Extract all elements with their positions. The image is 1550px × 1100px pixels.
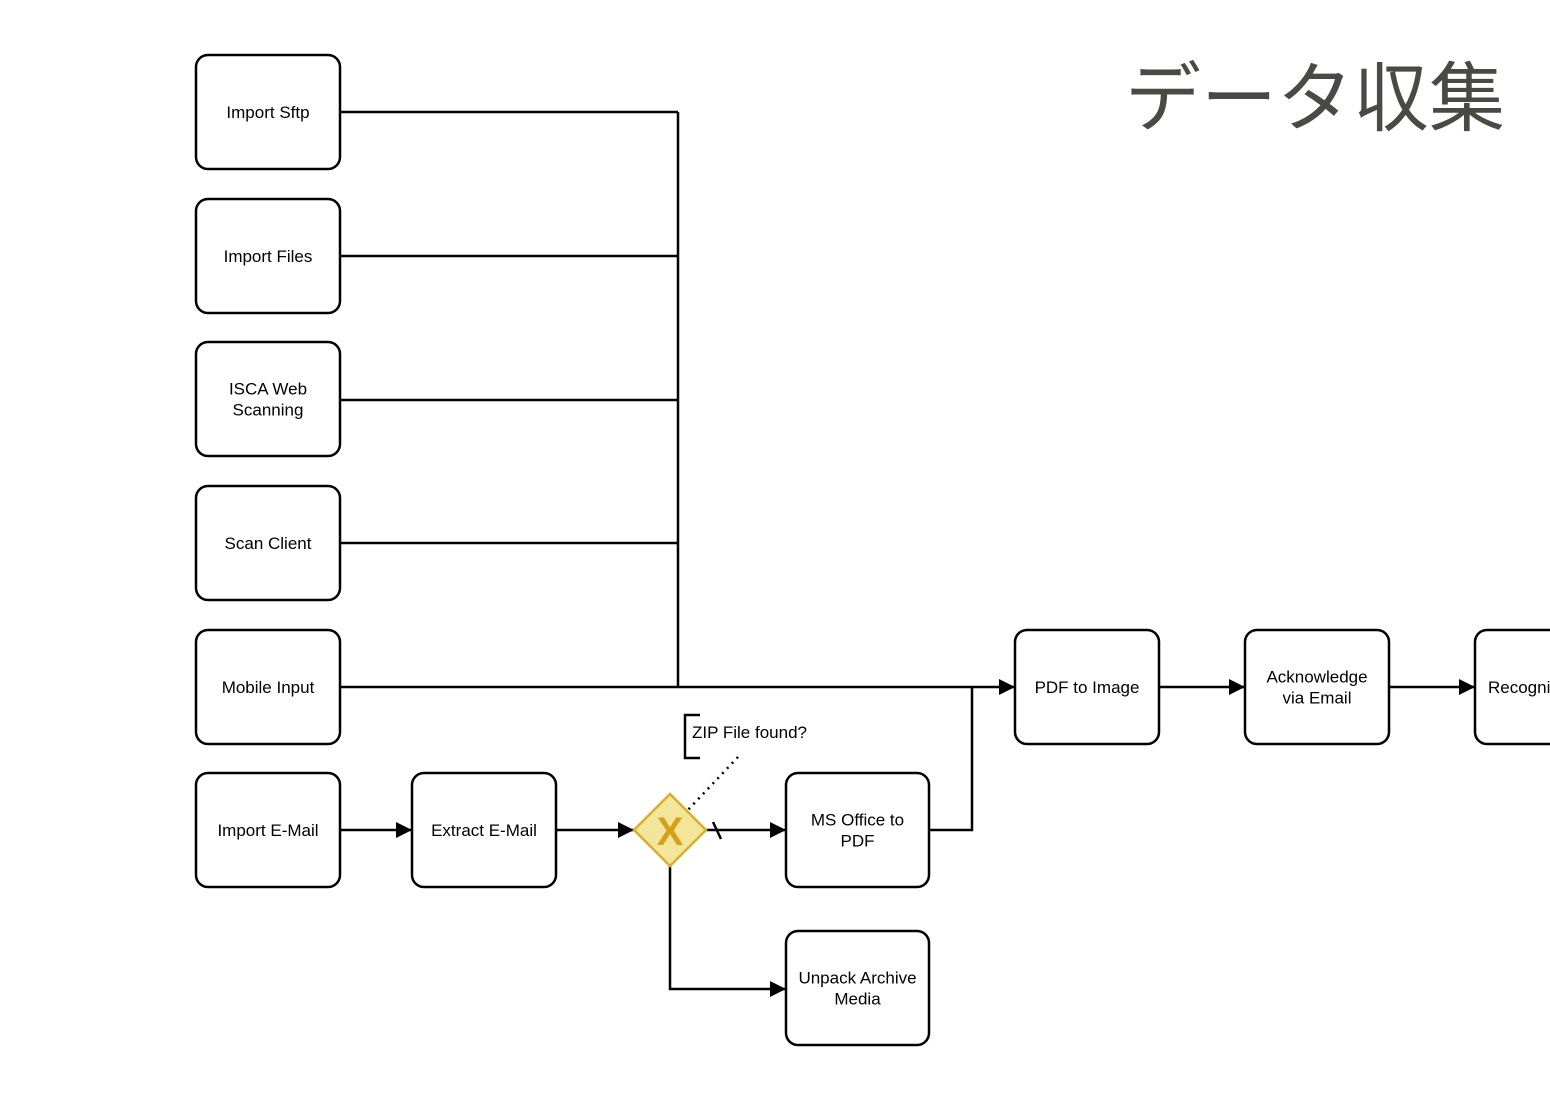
task-label: Import E-Mail <box>217 821 318 840</box>
connectors <box>340 110 1475 997</box>
annotation-bracket <box>683 713 700 760</box>
annotation-zip-file-found: ZIP File found? <box>692 723 807 742</box>
annotation-association <box>685 756 739 813</box>
edge-gateway-to-unpack <box>668 866 786 997</box>
task-label: Scanning <box>233 401 304 420</box>
task-box <box>410 771 558 889</box>
task-box <box>194 484 342 602</box>
task-label: PDF <box>841 832 875 851</box>
task-label: Recogni <box>1488 678 1550 697</box>
task-pdf-to-image[interactable]: PDF to Image <box>1013 628 1161 746</box>
task-label: MS Office to <box>811 811 904 830</box>
task-label: via Email <box>1283 689 1352 708</box>
task-label: Import Files <box>224 247 313 266</box>
task-box <box>194 53 342 171</box>
task-label: Scan Client <box>225 534 312 553</box>
task-acknowledge-email[interactable]: Acknowledge via Email <box>1243 628 1391 746</box>
exclusive-gateway[interactable]: X <box>632 792 708 868</box>
task-label: Acknowledge <box>1266 668 1367 687</box>
task-import-files[interactable]: Import Files <box>194 197 342 315</box>
task-box <box>1013 628 1161 746</box>
task-extract-email[interactable]: Extract E-Mail <box>410 771 558 889</box>
task-scan-client[interactable]: Scan Client <box>194 484 342 602</box>
gateway-x-icon: X <box>657 810 684 854</box>
task-box <box>194 197 342 315</box>
task-label: Unpack Archive <box>798 969 916 988</box>
task-import-sftp[interactable]: Import Sftp <box>194 53 342 171</box>
task-import-email[interactable]: Import E-Mail <box>194 771 342 889</box>
task-box <box>784 929 931 1047</box>
task-box <box>1473 628 1550 746</box>
task-mobile-input[interactable]: Mobile Input <box>194 628 342 746</box>
task-label: Media <box>834 990 881 1009</box>
diagram-title: データ収集 <box>1125 54 1505 143</box>
task-ms-office-to-pdf[interactable]: MS Office to PDF <box>784 771 931 889</box>
gateway-diamond <box>632 792 708 868</box>
task-box <box>194 771 342 889</box>
edge-ms-office-to-merge <box>929 687 974 832</box>
task-label: Extract E-Mail <box>431 821 537 840</box>
task-recognition[interactable]: Recogni <box>1473 628 1550 746</box>
task-label: Import Sftp <box>226 103 309 122</box>
task-label: Mobile Input <box>222 678 315 697</box>
task-box <box>784 771 931 889</box>
task-box <box>1243 628 1391 746</box>
default-flow-mark <box>711 821 723 840</box>
task-label: ISCA Web <box>229 380 307 399</box>
task-box <box>194 340 342 458</box>
task-box <box>194 628 342 746</box>
task-label: PDF to Image <box>1035 678 1140 697</box>
